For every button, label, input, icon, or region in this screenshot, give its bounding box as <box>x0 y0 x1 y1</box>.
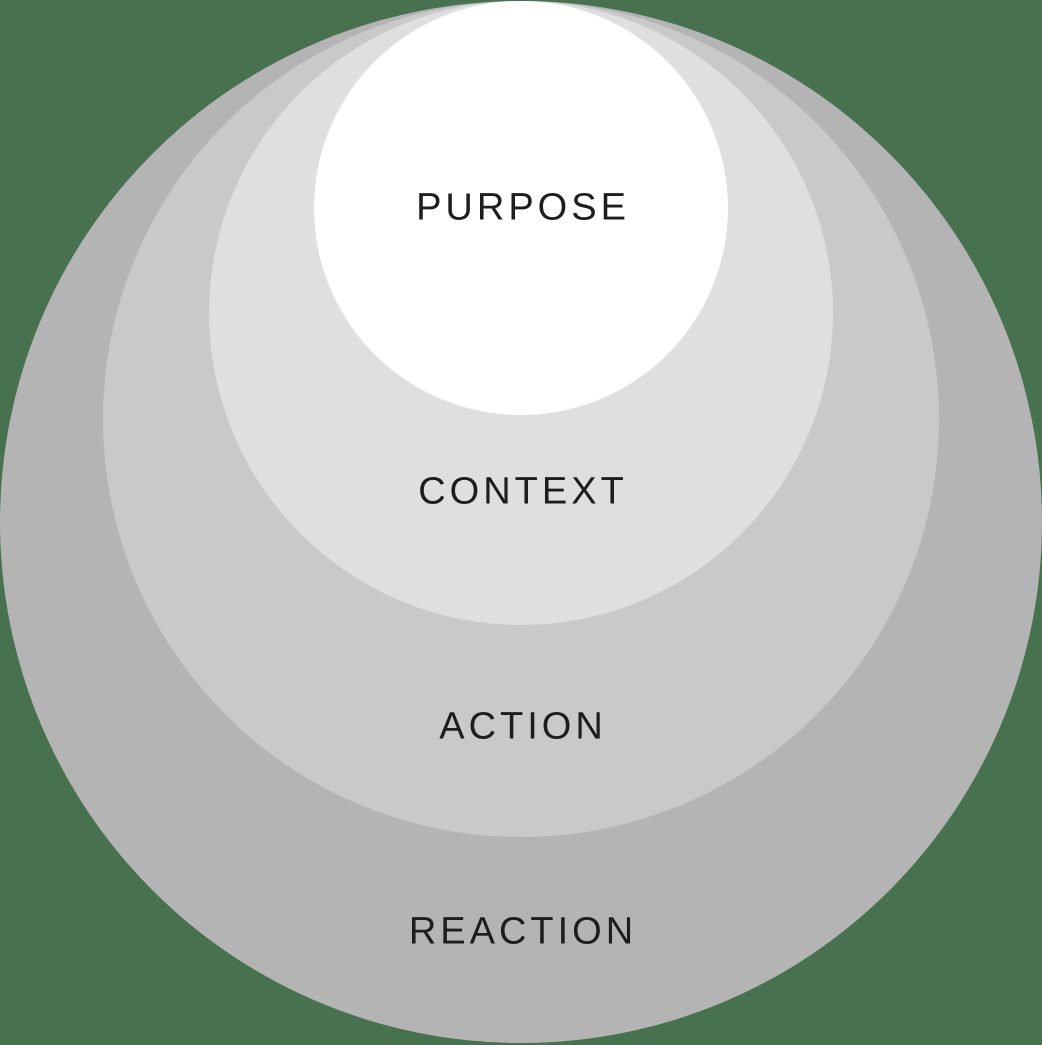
action-label: ACTION <box>439 705 607 748</box>
context-label: CONTEXT <box>418 470 628 513</box>
purpose-label: PURPOSE <box>416 186 630 229</box>
purpose-circle <box>314 1 728 415</box>
reaction-label: REACTION <box>408 910 638 953</box>
